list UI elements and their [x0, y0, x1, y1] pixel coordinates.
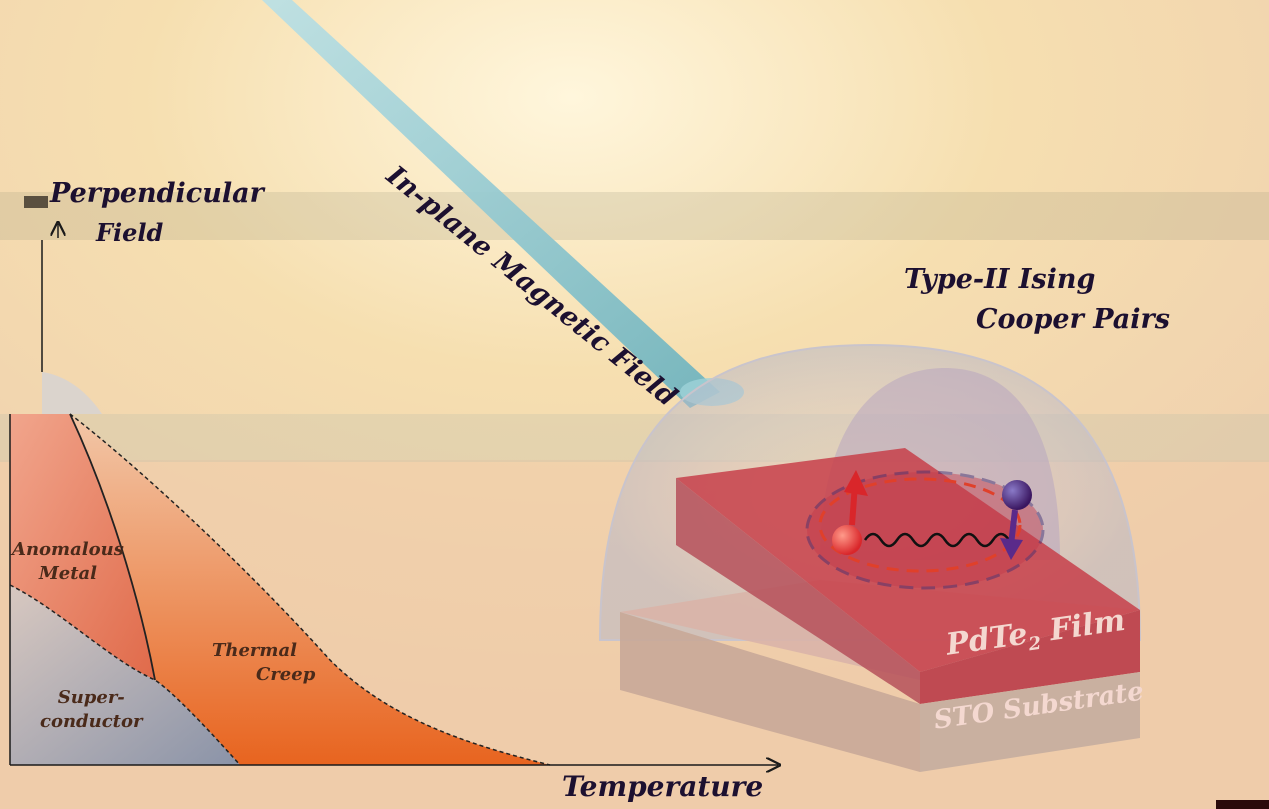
metal-creep-boundary: [69, 413, 156, 681]
pair-orbit-outer: [805, 470, 1045, 590]
superconductor-label: Super- conductor: [40, 686, 143, 734]
film-top-face: [676, 448, 1140, 672]
anomalous-metal-label-line2: Metal: [38, 563, 98, 584]
magnetic-field-beam: [262, 0, 720, 408]
y-axis-label-line1: Perpendicular: [50, 178, 264, 209]
superconductor-label-line1: Super-: [57, 687, 125, 708]
film-front-face: [920, 610, 1140, 704]
spin-up-electron: [832, 525, 862, 555]
x-axis-label: Temperature: [562, 770, 764, 803]
corner-mark: [1216, 800, 1269, 809]
thermal-creep-region: [70, 414, 550, 765]
anomalous-metal-region: [10, 414, 155, 680]
spin-up-arrow-head: [844, 470, 868, 496]
pairs-label-line1: Type-II Ising: [904, 264, 1096, 295]
substrate-side-face: [620, 612, 920, 772]
anomalous-metal-label: Anomalous Metal: [12, 538, 124, 586]
pairing-wave: [863, 532, 1011, 548]
pair-orbit-inner: [818, 477, 1022, 573]
y-axis-label-line2: Field: [96, 218, 164, 247]
anomalous-metal-label-line1: Anomalous: [12, 539, 124, 560]
superconductor-label-line2: conductor: [40, 711, 143, 732]
substrate-front-face: [920, 672, 1140, 772]
spin-down-electron: [1002, 480, 1032, 510]
pairs-label-line2: Cooper Pairs: [976, 304, 1170, 335]
film-side-face: [676, 478, 920, 704]
superconductor-boundary: [9, 584, 241, 766]
thermal-creep-label-line1: Thermal: [212, 640, 297, 661]
thermal-creep-label: Thermal Creep: [212, 639, 315, 687]
thermal-creep-label-line2: Creep: [256, 664, 316, 685]
superconductor-region: [10, 585, 240, 765]
y-label-marker: [24, 196, 48, 208]
band-upper: [0, 192, 1269, 240]
spin-down-arrow-head: [1000, 538, 1023, 560]
upper-critical-boundary: [69, 413, 551, 766]
phase-region-top-sliver: [42, 372, 102, 414]
